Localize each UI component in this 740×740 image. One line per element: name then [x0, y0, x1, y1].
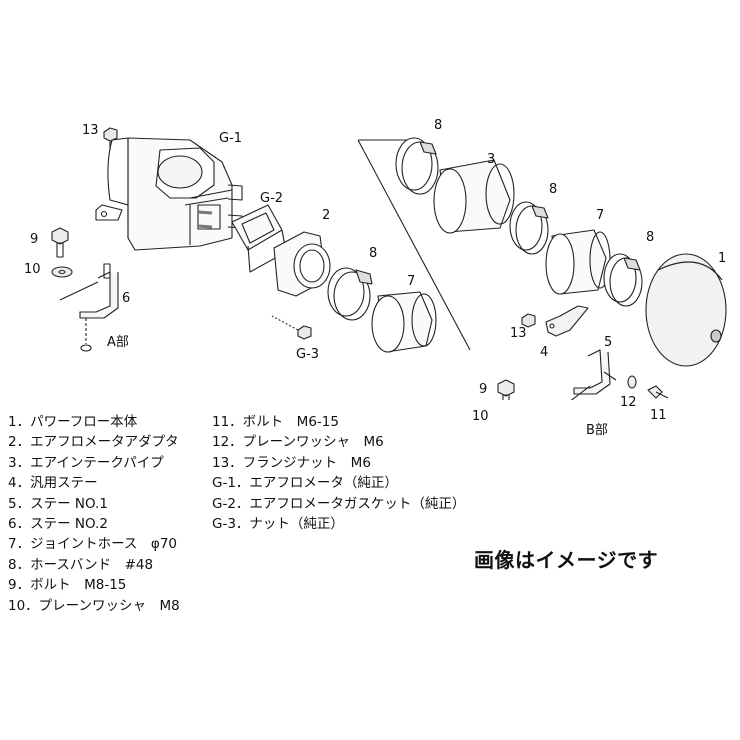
callout-6: 6 — [122, 291, 131, 306]
callout-a-section: A部 — [107, 335, 129, 350]
gasket-g2 — [231, 204, 287, 273]
flange-nut-13-right — [521, 313, 536, 328]
callout-10-left: 10 — [24, 262, 41, 277]
callout-13-left: 13 — [82, 123, 99, 138]
callout-13-right: 13 — [510, 326, 527, 341]
hose-band-8-d — [603, 253, 643, 307]
callout-3: 3 — [487, 152, 496, 167]
legend-item: 13．フランジナット M6 — [212, 454, 371, 471]
washer-12 — [627, 375, 637, 389]
callout-8-a: 8 — [369, 246, 378, 261]
hose-band-8-a — [327, 267, 373, 321]
legend-item: 4．汎用ステー — [8, 475, 98, 492]
legend-item: 6．ステー NO.2 — [8, 516, 108, 533]
stay-5 — [570, 349, 617, 400]
callout-9-right: 9 — [479, 382, 488, 397]
callout-7-a: 7 — [407, 274, 416, 289]
adapter-2 — [273, 231, 331, 297]
bolt-11 — [647, 385, 669, 399]
legend-item: 1．パワーフロー本体 — [8, 414, 138, 430]
joint-hose-7-a — [371, 291, 437, 353]
callout-2: 2 — [322, 208, 331, 223]
joint-hose-7-b — [545, 229, 611, 295]
hose-band-8-b — [395, 137, 439, 195]
bolt-9-left — [51, 227, 69, 258]
callout-5: 5 — [604, 335, 613, 350]
legend-item: 3．エアインテークパイプ — [8, 454, 164, 471]
bolt-9-right — [497, 379, 515, 400]
callout-9-left: 9 — [30, 232, 39, 247]
legend-item: 11．ボルト M6-15 — [212, 414, 339, 430]
callout-4: 4 — [540, 345, 549, 360]
legend-item: 5．ステー NO.1 — [8, 495, 108, 512]
callout-10-right: 10 — [472, 409, 489, 424]
legend-item: 8．ホースバンド #48 — [8, 556, 154, 573]
callout-8-d: 8 — [646, 230, 655, 245]
legend-item: 2．エアフロメータアダプタ — [8, 434, 179, 451]
legend-item: G-3．ナット（純正） — [212, 516, 344, 533]
legend-item: G-1．エアフロメータ（純正） — [212, 475, 398, 492]
stay-6 — [59, 263, 119, 319]
callout-1: 1 — [718, 251, 727, 266]
callout-8-c: 8 — [549, 182, 558, 197]
callout-b-section: B部 — [586, 423, 608, 438]
hose-band-8-c — [509, 201, 549, 255]
exploded-parts-diagram — [51, 127, 727, 400]
callout-12: 12 — [620, 395, 637, 410]
image-note: 画像はイメージです — [474, 548, 659, 572]
general-stay-4 — [545, 305, 589, 337]
legend-item: G-2．エアフロメータガスケット（純正） — [212, 495, 466, 512]
power-flow-filter-1 — [645, 253, 727, 367]
legend-item: 10．プレーンワッシャ M8 — [8, 597, 180, 614]
legend-item: 9．ボルト M8-15 — [8, 577, 127, 594]
air-flow-meter-g1 — [95, 137, 243, 251]
parts-legend-right: 11．ボルト M6-15 12．プレーンワッシャ M6 13．フランジナット M… — [212, 412, 465, 534]
nut-g3 — [271, 315, 312, 340]
mount-hole-a — [80, 344, 92, 352]
intake-pipe-3 — [433, 159, 515, 234]
callout-11: 11 — [650, 408, 667, 423]
callout-g2: G-2 — [260, 191, 284, 206]
callout-g1: G-1 — [219, 131, 243, 146]
legend-item: 12．プレーンワッシャ M6 — [212, 434, 384, 451]
callout-7-b: 7 — [596, 208, 605, 223]
parts-legend-left: 1．パワーフロー本体 2．エアフロメータアダプタ 3．エアインテークパイプ 4．… — [8, 412, 180, 616]
callout-g3: G-3 — [296, 347, 320, 362]
legend-item: 7．ジョイントホース φ70 — [8, 536, 177, 553]
washer-10-left — [51, 266, 73, 278]
flange-nut-13-top — [103, 127, 118, 150]
callout-8-b: 8 — [434, 118, 443, 133]
